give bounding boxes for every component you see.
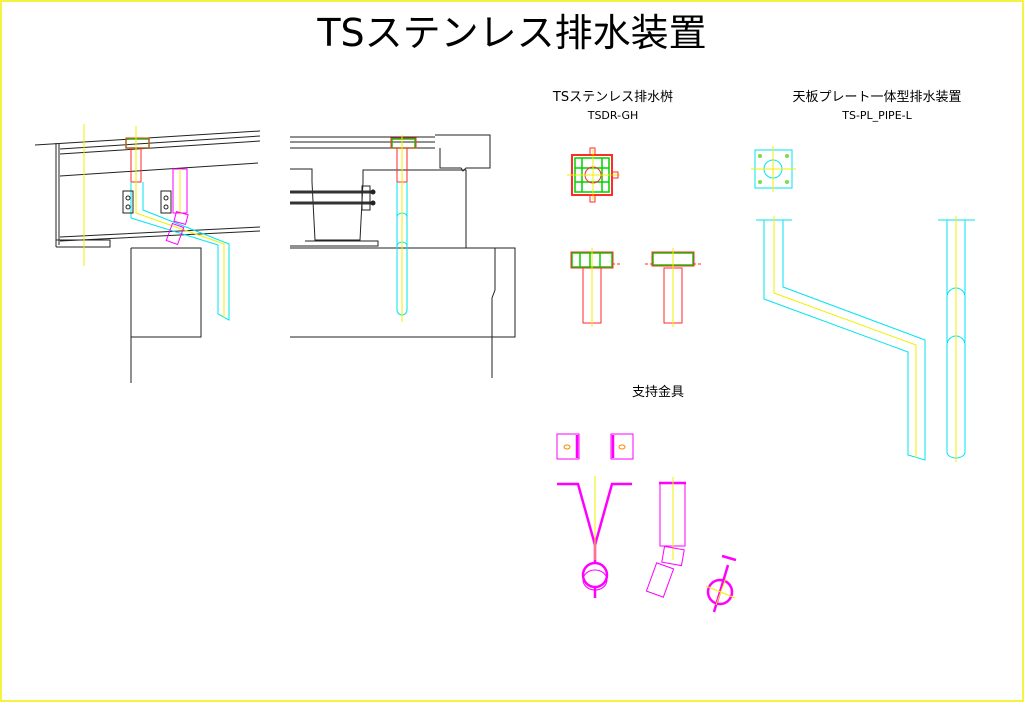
support-fittings bbox=[556, 433, 737, 613]
drain-basin-title: TSステンレス排水桝 bbox=[552, 89, 673, 105]
support-fittings-title: 支持金具 bbox=[632, 384, 684, 400]
bracket-plate bbox=[122, 190, 134, 214]
bracket-plate bbox=[160, 190, 172, 214]
drain-basin-plan-view bbox=[567, 147, 620, 203]
girder-side-view bbox=[290, 134, 516, 378]
drain-basin bbox=[391, 138, 416, 149]
drawing-title: TSステンレス排水装置 bbox=[316, 11, 706, 55]
girder-section-view bbox=[34, 124, 261, 383]
drain-basin-model: TSDR-GH bbox=[587, 109, 639, 122]
plate-drain-title: 天板プレート一体型排水装置 bbox=[792, 90, 961, 105]
plate-drain-plan-view bbox=[751, 146, 796, 192]
drain-basin-side-views bbox=[570, 248, 701, 327]
plate-drain-model: TS-PL_PIPE-L bbox=[841, 109, 912, 122]
plate-drain-pipe-views bbox=[756, 216, 975, 462]
